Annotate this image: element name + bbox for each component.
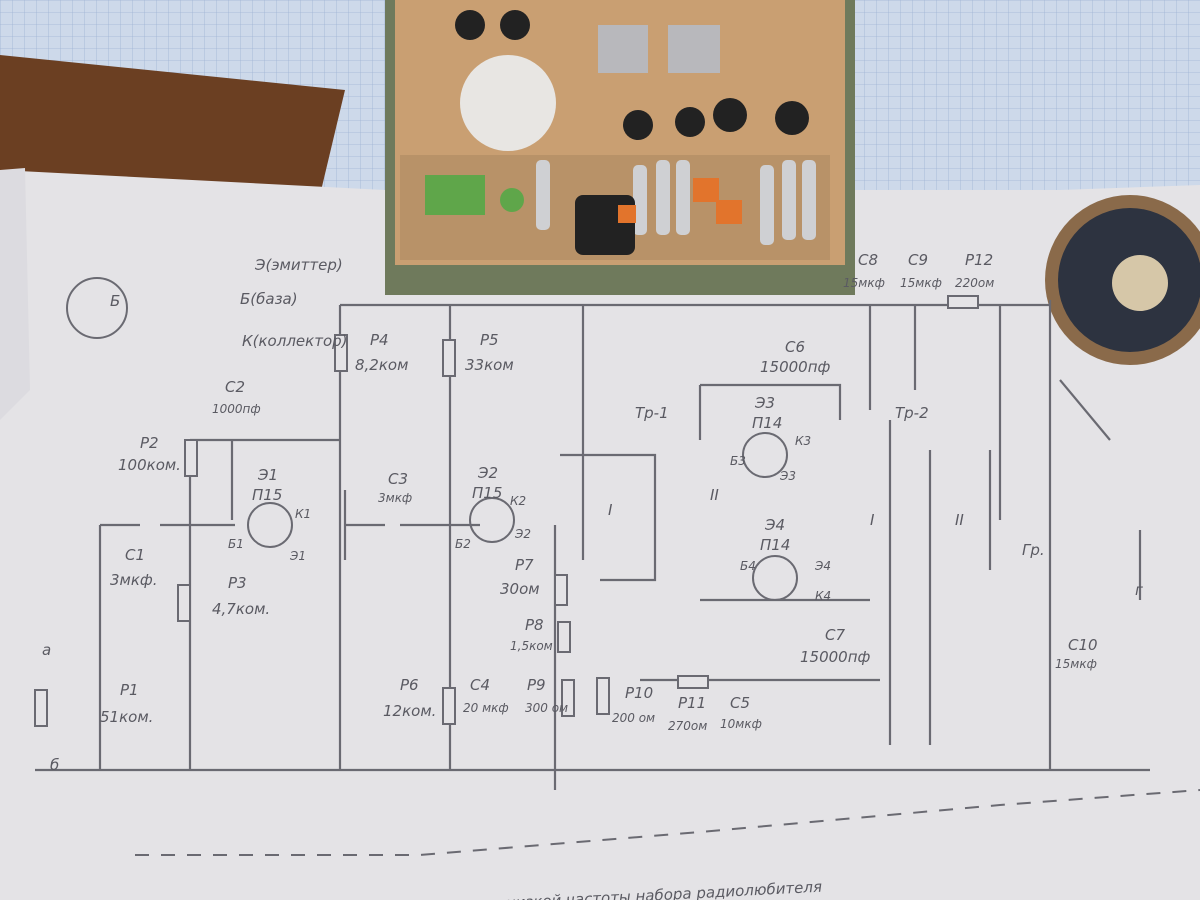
label-c1-ref: C1 (125, 546, 145, 564)
schematic-wiring (34, 277, 1200, 856)
pin-b4: Б4 (740, 559, 756, 573)
label-winding-4: II (955, 511, 964, 529)
pin-base-label: Б(база) (240, 290, 298, 308)
pin-emitter-label: Э(эмиттер) (254, 256, 343, 274)
label-c7-ref: C7 (825, 626, 845, 644)
label-t1-type: П15 (252, 486, 282, 504)
label-t2-type: П15 (472, 484, 502, 502)
label-p10-value: 200 ом (612, 711, 655, 725)
pin-e3: Э3 (779, 469, 796, 483)
label-tr2: Тр-2 (895, 404, 929, 422)
label-t4-ref: Э4 (764, 516, 785, 534)
label-p4-ref: P4 (370, 331, 389, 349)
label-p3-ref: P3 (228, 574, 247, 592)
pin-k3: К3 (795, 434, 811, 448)
label-p12-ref: P12 (965, 251, 993, 269)
label-c3-value: 3мкф (378, 491, 412, 505)
pin-e2: Э2 (514, 527, 531, 541)
label-p12-value: 220ом (955, 276, 994, 290)
label-c5-ref: C5 (730, 694, 750, 712)
terminal-a: а (42, 641, 51, 659)
label-p9-ref: P9 (527, 676, 546, 694)
pcb-board (0, 55, 345, 195)
pin-b2: Б2 (455, 537, 471, 551)
label-winding-2: II (710, 486, 719, 504)
label-t3-type: П14 (752, 414, 782, 432)
label-p11-value: 270ом (668, 719, 707, 733)
label-p2-value: 100ком. (118, 456, 181, 474)
label-c4-ref: C4 (470, 676, 490, 694)
label-p1-ref: P1 (120, 681, 139, 699)
label-p1-value: 51ком. (100, 708, 153, 726)
label-t2-ref: Э2 (477, 464, 498, 482)
wire-coil (460, 55, 556, 151)
label-p9-value: 300 ом (525, 701, 568, 715)
label-c1-value: 3мкф. (110, 571, 158, 589)
label-c4-value: 20 мкф (463, 701, 509, 715)
speaker (1045, 195, 1200, 365)
label-c6-ref: C6 (785, 338, 805, 356)
pin-b1: Б1 (228, 537, 244, 551)
label-t1-ref: Э1 (257, 466, 278, 484)
label-winding-1: I (608, 501, 613, 519)
label-c2-ref: C2 (225, 378, 245, 396)
label-p2-ref: P2 (140, 434, 159, 452)
schematic-labels: Э(эмиттер) Б(база) К(коллектор) Б P1 51к… (42, 251, 1143, 900)
label-p7-ref: P7 (515, 556, 534, 574)
label-p5-value: 33ком (465, 356, 514, 374)
pin-k2: К2 (510, 494, 526, 508)
pin-collector-label: К(коллектор) (242, 332, 348, 350)
label-t4-type: П14 (760, 536, 790, 554)
label-p8-ref: P8 (525, 616, 544, 634)
pin-b3: Б3 (730, 454, 746, 468)
label-p11-ref: P11 (678, 694, 706, 712)
terminal-b: б (50, 756, 59, 774)
label-p8-value: 1,5ком (510, 639, 553, 653)
label-p10-ref: P10 (625, 684, 653, 702)
label-p4-value: 8,2ком (355, 356, 408, 374)
pin-e4: Э4 (814, 559, 831, 573)
label-c9-ref: C9 (908, 251, 928, 269)
label-c8-ref: C8 (858, 251, 878, 269)
pin-e1: Э1 (289, 549, 306, 563)
label-c6-value: 15000пф (760, 358, 831, 376)
label-tr1: Тр-1 (635, 404, 669, 422)
label-c9-value: 15мкф (900, 276, 942, 290)
label-c5-value: 10мкф (720, 717, 762, 731)
label-c7-value: 15000пф (800, 648, 871, 666)
schematic-sheet (0, 170, 1200, 900)
label-winding-3: I (870, 511, 875, 529)
pin-k4: К4 (815, 589, 831, 603)
label-c10-ref: C10 (1068, 636, 1098, 654)
label-c10-value: 15мкф (1055, 657, 1097, 671)
label-c3-ref: C3 (388, 470, 408, 488)
terminal-g: г (1135, 581, 1143, 599)
label-c8-value: 15мкф (843, 276, 885, 290)
pin-k1: К1 (295, 507, 311, 521)
label-speaker: Гр. (1022, 541, 1045, 559)
label-t3-ref: Э3 (754, 394, 775, 412)
label-p7-value: 30ом (500, 580, 540, 598)
label-c2-value: 1000пф (212, 402, 261, 416)
label-p5-ref: P5 (480, 331, 499, 349)
label-p6-ref: P6 (400, 676, 419, 694)
component-kit-box (385, 0, 855, 295)
label-p3-value: 4,7ком. (212, 600, 270, 618)
label-p6-value: 12ком. (383, 702, 436, 720)
pin-base-short: Б (110, 292, 120, 310)
